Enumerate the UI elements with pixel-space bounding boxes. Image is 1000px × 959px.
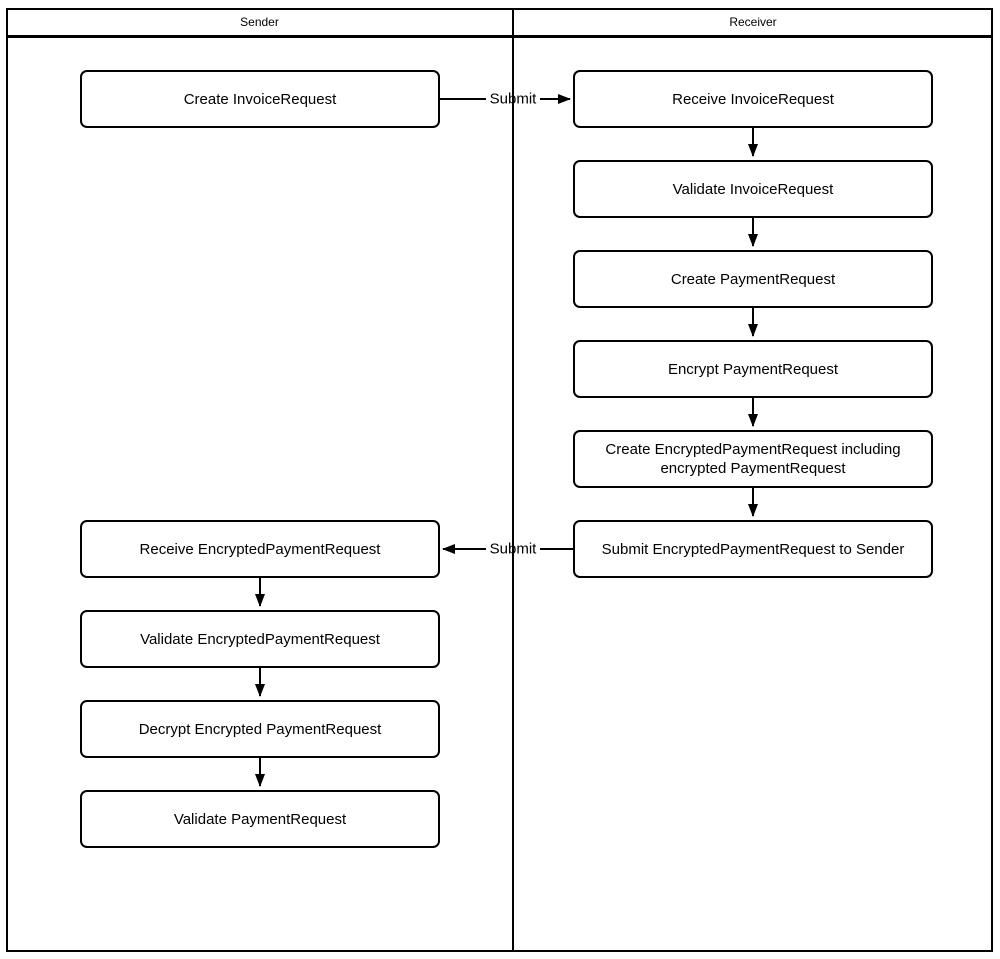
node-validate-payment-request: Validate PaymentRequest	[80, 790, 440, 848]
edge-label-submit-bottom: Submit	[489, 540, 537, 558]
lane-title-receiver-label: Receiver	[729, 15, 777, 29]
node-label: Validate EncryptedPaymentRequest	[140, 630, 380, 648]
node-label: Create EncryptedPaymentRequest including…	[605, 441, 901, 477]
node-validate-encrypted-payment-request: Validate EncryptedPaymentRequest	[80, 610, 440, 668]
node-submit-encrypted-payment-request: Submit EncryptedPaymentRequest to Sender	[573, 520, 933, 578]
node-create-invoice-request: Create InvoiceRequest	[80, 70, 440, 128]
node-encrypt-payment-request: Encrypt PaymentRequest	[573, 340, 933, 398]
lane-divider	[512, 8, 514, 952]
node-label: Receive EncryptedPaymentRequest	[139, 540, 381, 558]
lane-header-sender: Sender	[6, 8, 513, 36]
node-label: Encrypt PaymentRequest	[667, 360, 839, 378]
node-label: Validate InvoiceRequest	[672, 180, 834, 198]
node-validate-invoice-request: Validate InvoiceRequest	[573, 160, 933, 218]
node-receive-invoice-request: Receive InvoiceRequest	[573, 70, 933, 128]
node-label: Decrypt Encrypted PaymentRequest	[138, 720, 382, 738]
lane-title-sender-label: Sender	[240, 15, 279, 29]
header-divider	[6, 35, 993, 38]
node-label: Receive InvoiceRequest	[672, 90, 834, 108]
node-label: Create PaymentRequest	[670, 270, 836, 288]
edge-label-submit-top: Submit	[489, 90, 537, 108]
node-receive-encrypted-payment-request: Receive EncryptedPaymentRequest	[80, 520, 440, 578]
node-create-encrypted-payment-request: Create EncryptedPaymentRequest including…	[573, 430, 933, 488]
node-label: Submit EncryptedPaymentRequest to Sender	[601, 540, 905, 558]
node-label: Validate PaymentRequest	[173, 810, 347, 828]
node-create-payment-request: Create PaymentRequest	[573, 250, 933, 308]
lane-header-receiver: Receiver	[513, 8, 993, 36]
node-label: Create InvoiceRequest	[183, 90, 337, 108]
node-decrypt-encrypted-payment-request: Decrypt Encrypted PaymentRequest	[80, 700, 440, 758]
